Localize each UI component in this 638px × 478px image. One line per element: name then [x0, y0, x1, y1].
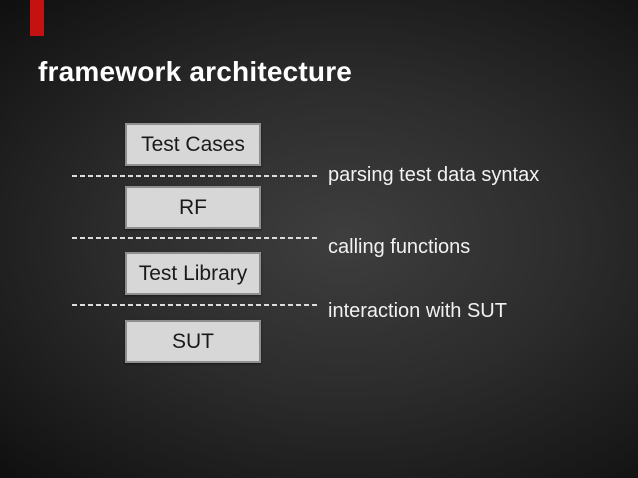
dashed-connector-line: [72, 175, 320, 177]
diagram-box-test-library: Test Library: [125, 252, 261, 295]
diagram-box-sut: SUT: [125, 320, 261, 363]
diagram-box-rf: RF: [125, 186, 261, 229]
dashed-connector-line: [72, 237, 320, 239]
red-accent-bar: [30, 0, 44, 36]
connector-label-calling: calling functions: [328, 236, 471, 258]
box-label: RF: [179, 195, 207, 219]
connector-label-interaction: interaction with SUT: [328, 300, 507, 322]
box-label: Test Cases: [141, 132, 245, 156]
connector-label-parsing: parsing test data syntax: [328, 164, 540, 186]
dashed-connector-line: [72, 304, 320, 306]
diagram-box-test-cases: Test Cases: [125, 123, 261, 166]
slide-title: framework architecture: [38, 56, 353, 87]
box-label: SUT: [172, 329, 214, 353]
box-label: Test Library: [138, 261, 248, 285]
